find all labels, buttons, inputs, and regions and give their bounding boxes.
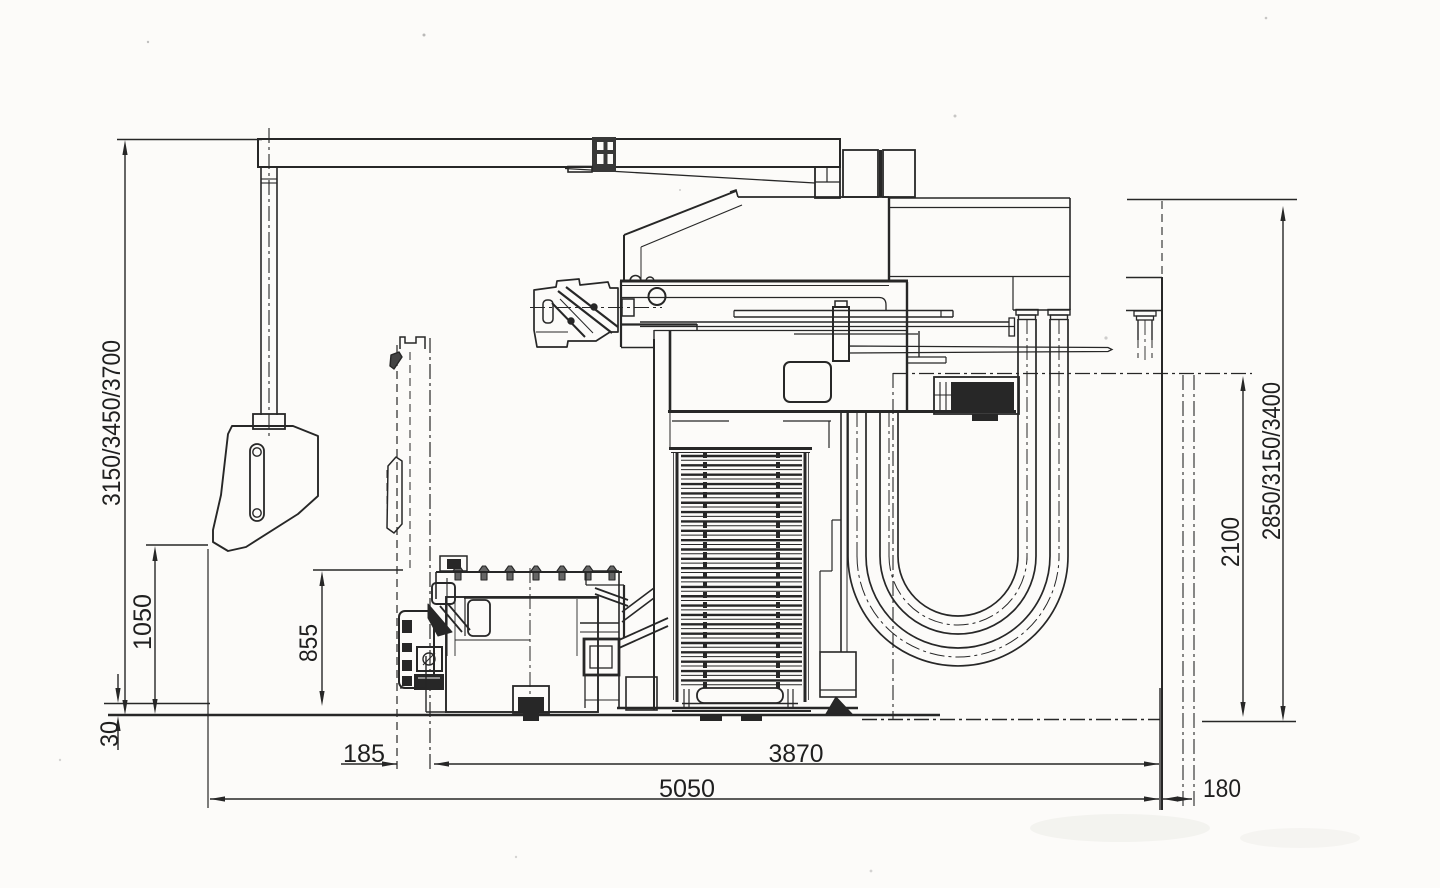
svg-text:2100: 2100 (1217, 517, 1245, 567)
svg-text:180: 180 (1203, 775, 1241, 803)
svg-text:30: 30 (96, 721, 124, 747)
svg-text:2850/3150/3400: 2850/3150/3400 (1258, 382, 1286, 540)
svg-text:1050: 1050 (129, 594, 157, 650)
svg-text:855: 855 (295, 624, 323, 662)
svg-text:185: 185 (343, 740, 385, 768)
svg-text:5050: 5050 (659, 775, 715, 803)
svg-text:3870: 3870 (769, 740, 824, 768)
svg-text:3150/3450/3700: 3150/3450/3700 (98, 340, 126, 506)
